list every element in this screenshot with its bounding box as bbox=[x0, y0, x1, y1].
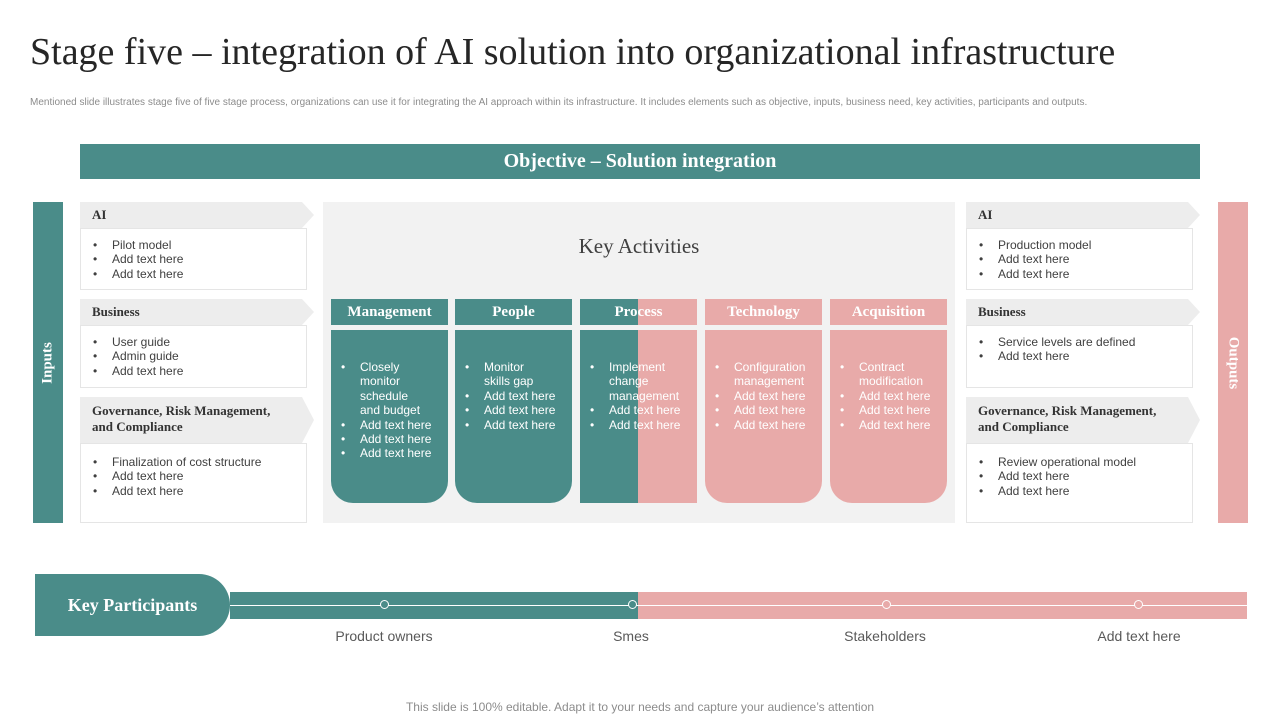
participant-label: Smes bbox=[613, 628, 649, 644]
list-item: Configuration management bbox=[715, 360, 814, 389]
list-item: Monitor skills gap bbox=[465, 360, 564, 389]
list-item: Pilot model bbox=[93, 238, 306, 253]
slide-title: Stage five – integration of AI solution … bbox=[30, 31, 1116, 73]
list-item: Add text here bbox=[93, 484, 276, 499]
outputs-bar: Outputs bbox=[1218, 202, 1248, 523]
list-item: Contract modification bbox=[840, 360, 939, 389]
output-business-box: Service levels are defined Add text here bbox=[966, 325, 1193, 388]
list-item: Add text here bbox=[979, 484, 1192, 499]
list-item: Add text here bbox=[715, 403, 814, 418]
input-business-heading: Business bbox=[80, 299, 314, 325]
outputs-label: Outputs bbox=[1225, 336, 1242, 389]
list-item: User guide bbox=[93, 335, 306, 350]
list-item: Add text here bbox=[590, 418, 689, 433]
list-item: Add text here bbox=[979, 469, 1192, 484]
input-ai-heading: AI bbox=[80, 202, 314, 228]
list-item: Add text here bbox=[715, 389, 814, 404]
column-management-body: Closely monitor schedule and budget Add … bbox=[331, 330, 448, 503]
participant-label: Add text here bbox=[1097, 628, 1181, 644]
slide-subtitle: Mentioned slide illustrates stage five o… bbox=[30, 97, 1088, 108]
key-participants-label: Key Participants bbox=[35, 574, 230, 636]
inputs-bar: Inputs bbox=[33, 202, 63, 523]
list-item: Production model bbox=[979, 238, 1192, 253]
output-ai-heading: AI bbox=[966, 202, 1200, 228]
input-grc-box: Finalization of cost structure Add text … bbox=[80, 443, 307, 523]
list-item: Add text here bbox=[341, 432, 440, 447]
footer-note: This slide is 100% editable. Adapt it to… bbox=[405, 700, 875, 714]
inputs-label: Inputs bbox=[39, 341, 56, 384]
list-item: Implement change management bbox=[590, 360, 689, 403]
list-item: Add text here bbox=[979, 349, 1192, 364]
list-item: Add text here bbox=[341, 446, 440, 461]
output-ai-box: Production model Add text here Add text … bbox=[966, 228, 1193, 290]
output-business-heading: Business bbox=[966, 299, 1200, 325]
list-item: Add text here bbox=[590, 403, 689, 418]
input-ai-box: Pilot model Add text here Add text here bbox=[80, 228, 307, 290]
column-technology-body: Configuration management Add text here A… bbox=[705, 330, 822, 503]
list-item: Add text here bbox=[93, 267, 306, 282]
list-item: Service levels are defined bbox=[979, 335, 1192, 350]
column-process-heading: Process bbox=[580, 299, 697, 325]
list-item: Add text here bbox=[840, 418, 939, 433]
timeline-line bbox=[230, 605, 1247, 606]
list-item: Add text here bbox=[93, 469, 276, 484]
list-item: Add text here bbox=[465, 389, 564, 404]
input-grc-heading: Governance, Risk Management, and Complia… bbox=[80, 397, 314, 443]
list-item: Add text here bbox=[979, 267, 1192, 282]
column-management-heading: Management bbox=[331, 299, 448, 325]
timeline-dot bbox=[628, 600, 637, 609]
list-item: Add text here bbox=[465, 403, 564, 418]
timeline-dot bbox=[882, 600, 891, 609]
list-item: Add text here bbox=[979, 252, 1192, 267]
timeline-dot bbox=[380, 600, 389, 609]
column-technology-heading: Technology bbox=[705, 299, 822, 325]
list-item: Add text here bbox=[341, 418, 440, 433]
list-item: Add text here bbox=[93, 364, 306, 379]
column-acquisition-heading: Acquisition bbox=[830, 299, 947, 325]
list-item: Add text here bbox=[840, 403, 939, 418]
list-item: Add text here bbox=[840, 389, 939, 404]
list-item: Closely monitor schedule and budget bbox=[341, 360, 440, 418]
list-item: Review operational model bbox=[979, 455, 1192, 470]
list-item: Finalization of cost structure bbox=[93, 455, 276, 470]
column-acquisition-body: Contract modification Add text here Add … bbox=[830, 330, 947, 503]
list-item: Admin guide bbox=[93, 349, 306, 364]
list-item: Add text here bbox=[715, 418, 814, 433]
column-people-body: Monitor skills gap Add text here Add tex… bbox=[455, 330, 572, 503]
participant-label: Product owners bbox=[335, 628, 433, 644]
output-grc-box: Review operational model Add text here A… bbox=[966, 443, 1193, 523]
timeline-dot bbox=[1134, 600, 1143, 609]
output-grc-heading: Governance, Risk Management, and Complia… bbox=[966, 397, 1200, 443]
objective-banner: Objective – Solution integration bbox=[80, 144, 1200, 179]
column-process-body: Implement change management Add text her… bbox=[580, 330, 697, 503]
list-item: Add text here bbox=[465, 418, 564, 433]
key-activities-title: Key Activities bbox=[578, 234, 700, 258]
input-business-box: User guide Admin guide Add text here bbox=[80, 325, 307, 388]
column-people-heading: People bbox=[455, 299, 572, 325]
participant-label: Stakeholders bbox=[844, 628, 926, 644]
list-item: Add text here bbox=[93, 252, 306, 267]
